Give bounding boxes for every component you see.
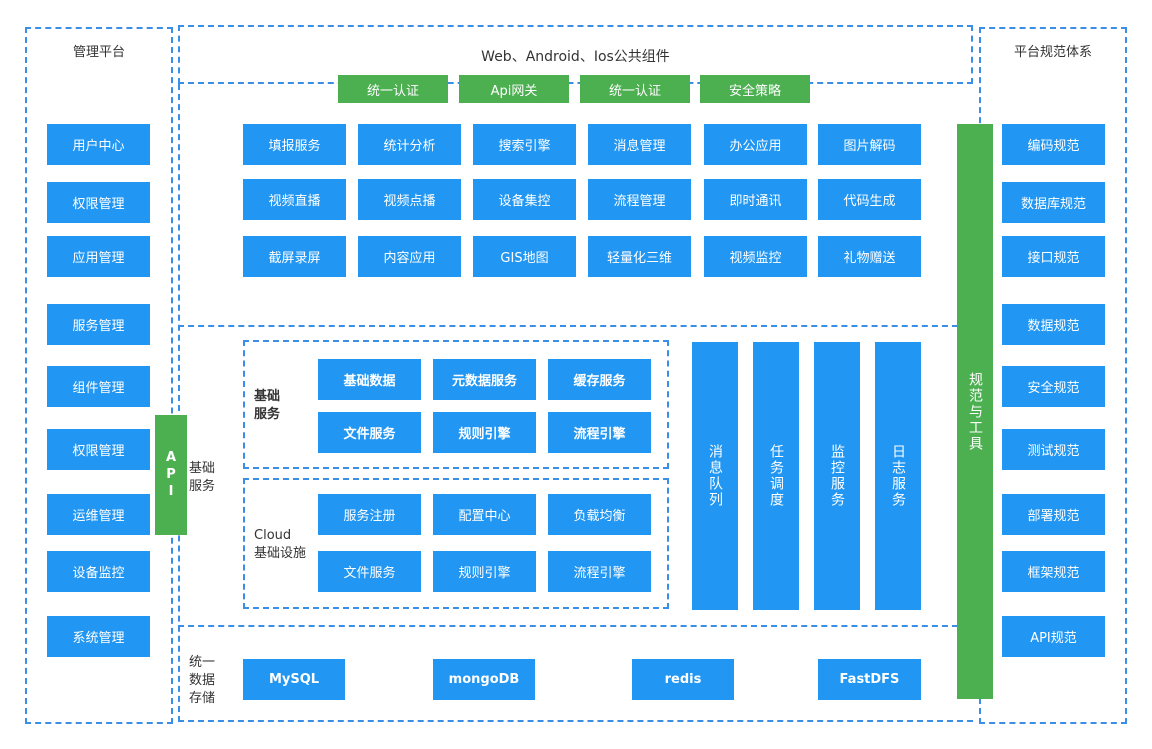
app-service-tile[interactable]: 礼物赠送 (818, 236, 921, 277)
left-menu-item[interactable]: 应用管理 (47, 236, 150, 277)
top-tab[interactable]: 统一认证 (338, 75, 448, 103)
base-service-tile[interactable]: 基础数据 (318, 359, 421, 400)
cloud-service-tile[interactable]: 配置中心 (433, 494, 536, 535)
standard-item[interactable]: 安全规范 (1002, 366, 1105, 407)
region-divider-storage (178, 625, 958, 627)
left-menu-item[interactable]: 用户中心 (47, 124, 150, 165)
standard-item[interactable]: 编码规范 (1002, 124, 1105, 165)
common-components-title: Web、Android、Ios公共组件 (481, 49, 670, 65)
left-menu-item[interactable]: 服务管理 (47, 304, 150, 345)
app-service-tile[interactable]: 代码生成 (818, 179, 921, 220)
standard-item[interactable]: 数据库规范 (1002, 182, 1105, 223)
platform-service-column[interactable]: 日志服务 (875, 342, 921, 610)
base-service-tile[interactable]: 缓存服务 (548, 359, 651, 400)
app-service-tile[interactable]: 统计分析 (358, 124, 461, 165)
app-service-tile[interactable]: 内容应用 (358, 236, 461, 277)
cloud-service-tile[interactable]: 流程引擎 (548, 551, 651, 592)
app-service-tile[interactable]: GIS地图 (473, 236, 576, 277)
storage-engine-tile[interactable]: mongoDB (433, 659, 535, 700)
management-panel (25, 27, 173, 724)
region-divider-services (178, 325, 958, 327)
platform-service-column[interactable]: 任务调度 (753, 342, 799, 610)
cloud-service-tile[interactable]: 服务注册 (318, 494, 421, 535)
app-service-tile[interactable]: 视频点播 (358, 179, 461, 220)
cloud-infra-label: Cloud 基础设施 (254, 528, 307, 561)
left-menu-item[interactable]: 组件管理 (47, 366, 150, 407)
standard-item[interactable]: 数据规范 (1002, 304, 1105, 345)
storage-label: 统一 数据 存储 (189, 655, 216, 706)
cloud-service-tile[interactable]: 负载均衡 (548, 494, 651, 535)
standards-panel-title: 平台规范体系 (1013, 45, 1092, 60)
app-service-tile[interactable]: 图片解码 (818, 124, 921, 165)
top-tab[interactable]: 统一认证 (580, 75, 690, 103)
app-service-tile[interactable]: 轻量化三维 (588, 236, 691, 277)
base-service-tile[interactable]: 流程引擎 (548, 412, 651, 453)
standard-item[interactable]: 框架规范 (1002, 551, 1105, 592)
common-components-header (178, 25, 973, 84)
app-service-tile[interactable]: 消息管理 (588, 124, 691, 165)
base-service-tile[interactable]: 元数据服务 (433, 359, 536, 400)
application-region (178, 84, 973, 722)
standard-item[interactable]: 测试规范 (1002, 429, 1105, 470)
app-service-tile[interactable]: 视频监控 (704, 236, 807, 277)
cloud-infra-group (243, 478, 669, 609)
app-service-tile[interactable]: 办公应用 (704, 124, 807, 165)
cloud-service-tile[interactable]: 文件服务 (318, 551, 421, 592)
base-services-group (243, 340, 669, 469)
cloud-service-tile[interactable]: 规则引擎 (433, 551, 536, 592)
top-tab[interactable]: 安全策略 (700, 75, 810, 103)
app-service-tile[interactable]: 即时通讯 (704, 179, 807, 220)
app-service-tile[interactable]: 设备集控 (473, 179, 576, 220)
app-service-tile[interactable]: 视频直播 (243, 179, 346, 220)
api-bar: API (155, 415, 187, 535)
standard-item[interactable]: 部署规范 (1002, 494, 1105, 535)
side-services-label: 基础 服务 (189, 461, 216, 494)
left-menu-item[interactable]: 权限管理 (47, 182, 150, 223)
management-panel-title: 管理平台 (72, 45, 125, 60)
standard-item[interactable]: API规范 (1002, 616, 1105, 657)
left-menu-item[interactable]: 设备监控 (47, 551, 150, 592)
base-services-label: 基础 服务 (254, 389, 281, 422)
base-service-tile[interactable]: 规则引擎 (433, 412, 536, 453)
app-service-tile[interactable]: 搜索引擎 (473, 124, 576, 165)
left-menu-item[interactable]: 系统管理 (47, 616, 150, 657)
storage-engine-tile[interactable]: redis (632, 659, 734, 700)
platform-service-column[interactable]: 消息队列 (692, 342, 738, 610)
left-menu-item[interactable]: 权限管理 (47, 429, 150, 470)
platform-service-column[interactable]: 监控服务 (814, 342, 860, 610)
storage-engine-tile[interactable]: MySQL (243, 659, 345, 700)
top-tab[interactable]: Api网关 (459, 75, 569, 103)
storage-engine-tile[interactable]: FastDFS (818, 659, 921, 700)
app-service-tile[interactable]: 填报服务 (243, 124, 346, 165)
app-service-tile[interactable]: 流程管理 (588, 179, 691, 220)
standards-tools-bar: 规范与工具 (957, 124, 993, 699)
left-menu-item[interactable]: 运维管理 (47, 494, 150, 535)
base-service-tile[interactable]: 文件服务 (318, 412, 421, 453)
standard-item[interactable]: 接口规范 (1002, 236, 1105, 277)
app-service-tile[interactable]: 截屏录屏 (243, 236, 346, 277)
